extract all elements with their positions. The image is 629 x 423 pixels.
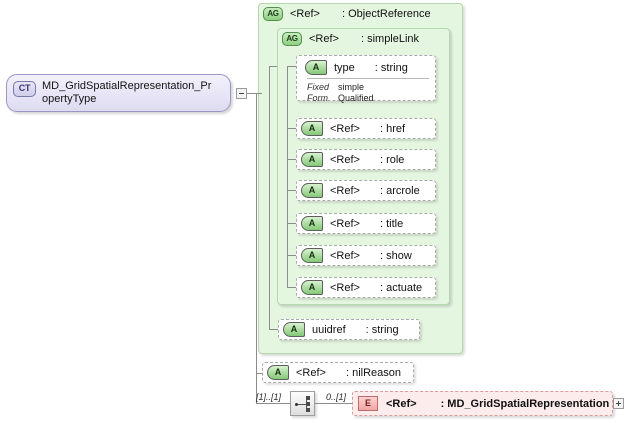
attribute-type-header: A type : string — [301, 58, 435, 77]
connector-root-stub — [247, 93, 257, 94]
expand-plus-box-element[interactable] — [613, 398, 624, 409]
connector-stub — [287, 66, 296, 67]
attribute-name: <Ref> — [330, 217, 360, 230]
connector-stub — [287, 128, 296, 129]
connector-stub — [287, 159, 296, 160]
attribute-badge: A — [305, 60, 327, 75]
element-ref-label: <Ref> — [386, 397, 417, 410]
attribute-badge: A — [283, 322, 305, 337]
attribute-type: : actuate — [379, 281, 423, 294]
attribute-badge: A — [301, 248, 323, 263]
connector-stub — [287, 287, 296, 288]
attribute-type: : title — [379, 217, 404, 230]
connector-stub — [287, 255, 296, 256]
element-badge: E — [358, 396, 378, 411]
attributegroup-badge: AG — [282, 32, 302, 46]
connector-root-spine — [256, 93, 257, 403]
connector-sequence-to-element — [315, 403, 355, 404]
attribute-node-role[interactable]: A <Ref> : role — [296, 149, 436, 170]
facet-key-fixed: Fixed — [307, 82, 330, 92]
facet-value-form: Qualified — [338, 93, 374, 103]
connector-to-objectreference — [256, 93, 262, 94]
sequence-compositor[interactable] — [290, 391, 315, 416]
compositor-node — [306, 402, 310, 406]
attribute-badge: A — [301, 121, 323, 136]
cardinality-sequence: [1]..[1] — [256, 392, 282, 402]
attribute-type: : nilReason — [345, 366, 402, 379]
attribute-badge: A — [267, 365, 289, 380]
facet-values: simple Qualified — [338, 82, 374, 104]
connector-spine-objectreference — [269, 66, 270, 329]
attribute-node-type[interactable]: A type : string Fixed Form simple Qualif… — [296, 55, 436, 104]
sequence-compositor-icon — [295, 403, 298, 406]
element-type-label: : MD_GridSpatialRepresentation — [440, 397, 610, 410]
attribute-type: : role — [379, 153, 405, 166]
attribute-node-nilreason[interactable]: A <Ref> : nilReason — [262, 362, 414, 383]
attribute-name: <Ref> — [330, 153, 360, 166]
attribute-badge: A — [301, 280, 323, 295]
complextype-badge: CT — [13, 81, 36, 97]
attribute-node-show[interactable]: A <Ref> : show — [296, 245, 436, 266]
attribute-node-arcrole[interactable]: A <Ref> : arcrole — [296, 180, 436, 201]
attribute-name: <Ref> — [330, 184, 360, 197]
attribute-node-title[interactable]: A <Ref> : title — [296, 213, 436, 234]
connector-to-sequence — [256, 403, 290, 404]
element-node-mdgridspatialrepresentation[interactable]: E <Ref> : MD_GridSpatialRepresentation — [352, 391, 613, 416]
compositor-node — [306, 396, 310, 400]
connector-stub — [287, 190, 296, 191]
attribute-node-actuate[interactable]: A <Ref> : actuate — [296, 277, 436, 298]
attribute-type: : arcrole — [379, 184, 420, 197]
attribute-divider — [307, 78, 429, 79]
attribute-node-uuidref[interactable]: A uuidref : string — [278, 319, 420, 340]
collapse-minus-box-root[interactable] — [236, 88, 247, 99]
facet-value-fixed: simple — [338, 82, 365, 92]
connector-to-nilreason — [256, 373, 262, 374]
connector-stub — [287, 223, 296, 224]
attribute-badge: A — [301, 183, 323, 198]
attributegroup-badge: AG — [263, 7, 283, 21]
attribute-badge: A — [301, 216, 323, 231]
attribute-type: : string — [365, 323, 399, 336]
attribute-type: : href — [379, 122, 406, 135]
attribute-facets: Fixed Form simple Qualified — [301, 82, 435, 104]
connector-stub-simplelink-group — [269, 66, 277, 67]
attribute-name: <Ref> — [296, 366, 326, 379]
attribute-type: : show — [379, 249, 412, 262]
group-type-label: : simpleLink — [360, 33, 420, 45]
attribute-name: type — [334, 61, 355, 74]
attribute-type: : string — [374, 61, 408, 74]
facet-key-form: Form — [307, 93, 328, 103]
attribute-name: <Ref> — [330, 281, 360, 294]
connector-spine-simplelink — [287, 66, 288, 287]
attribute-name: <Ref> — [330, 122, 360, 135]
complextype-label: MD_GridSpatialRepresentation_PropertyTyp… — [42, 80, 212, 105]
compositor-line-h — [298, 404, 307, 405]
facet-keys: Fixed Form — [307, 82, 329, 104]
compositor-node — [306, 408, 310, 412]
group-ref-label: <Ref> — [290, 8, 320, 20]
group-header-objectreference[interactable]: AG <Ref> : ObjectReference — [263, 6, 431, 22]
group-header-simplelink[interactable]: AG <Ref> : simpleLink — [282, 31, 419, 47]
attribute-node-href[interactable]: A <Ref> : href — [296, 118, 436, 139]
attribute-name: uuidref — [312, 323, 346, 336]
group-type-label: : ObjectReference — [341, 8, 431, 20]
cardinality-element: 0..[1] — [326, 392, 347, 402]
attribute-badge: A — [301, 152, 323, 167]
attribute-name: <Ref> — [330, 249, 360, 262]
connector-stub-uuidref — [269, 329, 278, 330]
complextype-node-root[interactable]: CT MD_GridSpatialRepresentation_Property… — [6, 74, 231, 112]
group-ref-label: <Ref> — [309, 33, 339, 45]
